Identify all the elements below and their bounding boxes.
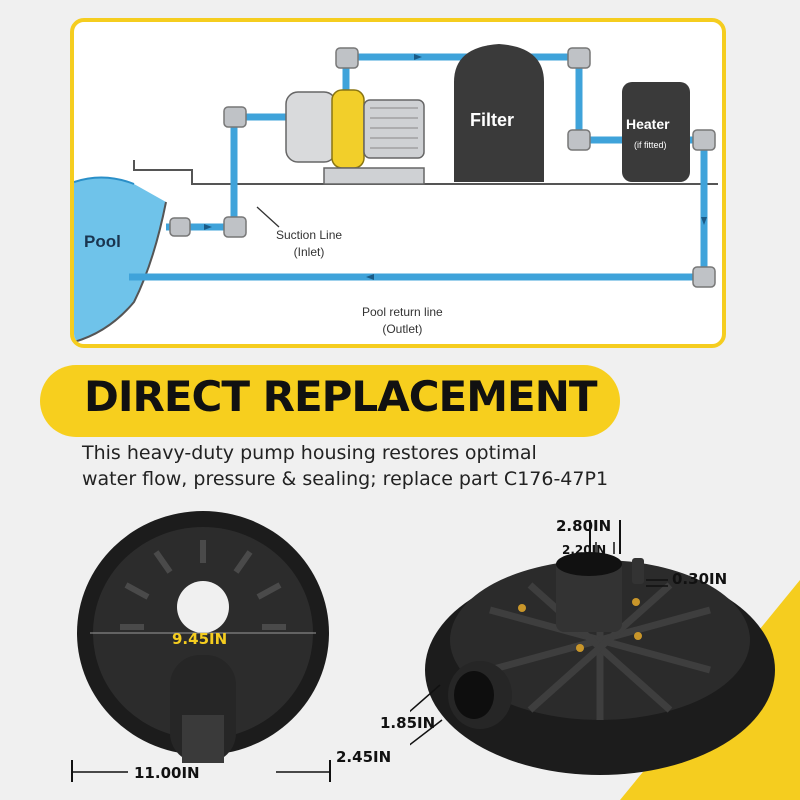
pool-system-diagram: Pool Suction Line (Inlet) Filter Heater … (70, 18, 726, 348)
inlet-outer-label: 2.45IN (336, 748, 392, 766)
headline-banner (40, 365, 620, 437)
small-port-label: 0.30IN (672, 570, 728, 588)
inner-diameter-label: 9.45IN (172, 630, 228, 648)
small-port (632, 558, 644, 584)
suction-pointer (256, 206, 280, 228)
outer-diameter-label: 11.00IN (134, 764, 200, 782)
pipe-elbows (169, 47, 716, 288)
inlet-opening (182, 715, 224, 763)
suction-label-line1: Suction Line (276, 228, 343, 242)
pool-water (74, 177, 166, 342)
pool-wall (74, 201, 167, 343)
plumbing-diagram-svg (74, 44, 718, 343)
housing-top-ribs (489, 580, 711, 720)
filter-label: Filter (470, 110, 515, 130)
outer-diameter-dimension (71, 760, 331, 782)
discharge-port-opening (556, 552, 622, 576)
center-port-hole (177, 581, 229, 633)
pump-icon (285, 89, 425, 185)
housing-bottom-view (77, 511, 329, 763)
suction-label-line2: (Inlet) (293, 245, 325, 259)
heater-tank-icon (622, 82, 690, 182)
brass-inserts (518, 598, 642, 652)
discharge-port (556, 560, 622, 632)
filter-tank-icon (454, 44, 544, 182)
return-label: Pool return line (Outlet) (362, 304, 443, 338)
return-pipe (129, 53, 708, 281)
inlet-port-opening (454, 671, 494, 719)
port-outer-label: 2.80IN (556, 517, 612, 535)
suction-pipe (166, 113, 296, 231)
description-line2: water flow, pressure & sealing; replace … (82, 468, 609, 490)
housing-top-view (410, 520, 775, 775)
heater-label: Heater (626, 116, 670, 132)
description-line1: This heavy-duty pump housing restores op… (82, 442, 537, 464)
return-label-line1: Pool return line (362, 305, 443, 319)
headline: DIRECT REPLACEMENT (84, 372, 597, 421)
water-surface (74, 176, 135, 185)
housing-ribs (120, 540, 286, 630)
suction-label: Suction Line (Inlet) (276, 227, 342, 261)
return-label-line2: (Outlet) (382, 322, 423, 336)
port-inner-label: 2.20IN (562, 543, 607, 557)
flow-arrows (204, 54, 707, 280)
pool-label: Pool (84, 232, 121, 251)
heater-note: (if fitted) (634, 140, 667, 150)
inlet-inner-label: 1.85IN (380, 714, 436, 732)
